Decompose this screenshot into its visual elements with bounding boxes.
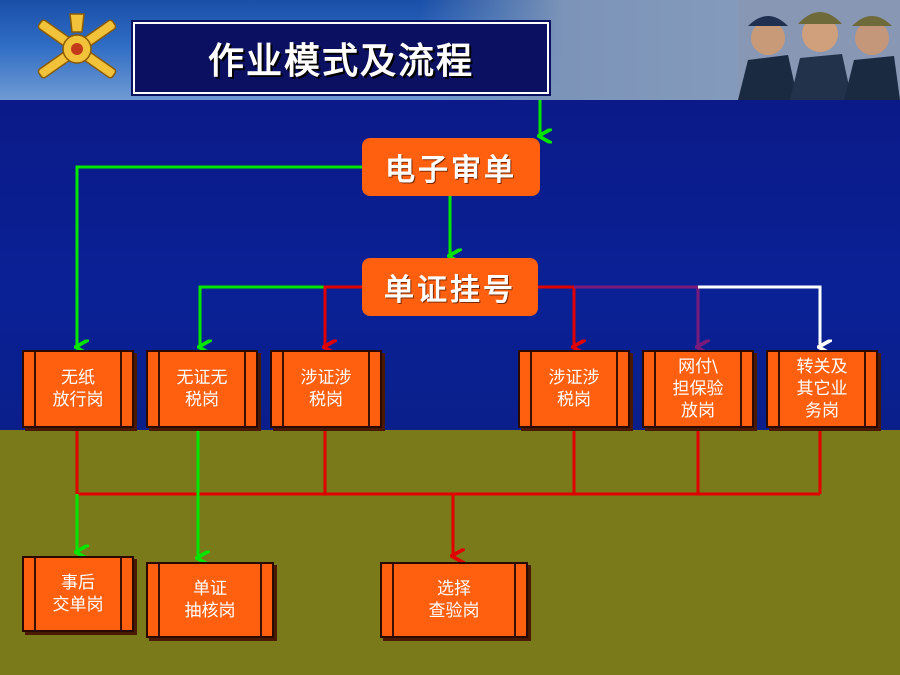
node-post1-label: 无纸 放行岗 — [52, 368, 104, 410]
node-electronic-review-label: 电子审单 — [385, 153, 517, 188]
node-post7-label: 事后 交单岗 — [52, 573, 104, 615]
arrow-register-post3 — [325, 285, 362, 347]
node-post1: 无纸 放行岗 — [22, 350, 134, 428]
node-document-register: 单证挂号 — [362, 258, 538, 316]
arrow-review-post1 — [77, 165, 362, 347]
node-post2: 无证无 税岗 — [146, 350, 258, 428]
node-document-register-label: 单证挂号 — [384, 273, 516, 308]
node-post4: 涉证涉 税岗 — [518, 350, 630, 428]
node-electronic-review: 电子审单 — [362, 138, 540, 196]
arrow-register-post2 — [200, 285, 362, 347]
node-post6: 转关及 其它业 务岗 — [766, 350, 878, 428]
node-post7: 事后 交单岗 — [22, 556, 134, 632]
node-post3: 涉证涉 税岗 — [270, 350, 382, 428]
title-box: 作业模式及流程 — [133, 22, 549, 94]
node-post2-label: 无证无 税岗 — [176, 368, 228, 410]
node-post8: 单证 抽核岗 — [146, 562, 274, 638]
node-post4-label: 涉证涉 税岗 — [548, 368, 600, 410]
officers-photo — [738, 0, 900, 100]
node-post8-label: 单证 抽核岗 — [184, 579, 236, 621]
page-title: 作业模式及流程 — [207, 41, 474, 82]
node-post9-label: 选择 查验岗 — [428, 579, 480, 621]
node-post3-label: 涉证涉 税岗 — [300, 368, 352, 410]
node-post9: 选择 查验岗 — [380, 562, 528, 638]
arrow-register-post6 — [698, 285, 820, 347]
arrow-register-post5 — [574, 285, 698, 347]
node-post5-label: 网付\ 担保验 放岗 — [672, 357, 724, 421]
customs-emblem-icon — [37, 13, 117, 79]
node-post5: 网付\ 担保验 放岗 — [642, 350, 754, 428]
node-post6-label: 转关及 其它业 务岗 — [796, 357, 848, 421]
arrow-register-post4 — [538, 285, 574, 347]
header-banner: 作业模式及流程 — [0, 0, 900, 100]
